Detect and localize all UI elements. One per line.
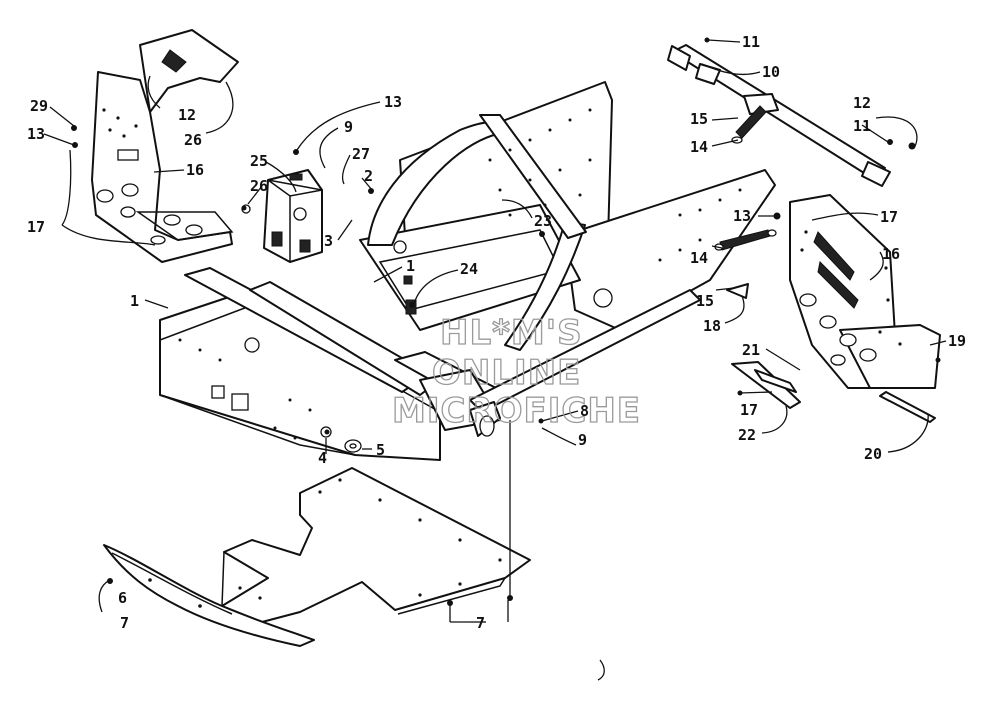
callout-5: 5 <box>376 441 385 459</box>
callout-7: 7 <box>120 614 129 632</box>
callout-17: 17 <box>27 218 45 236</box>
callout-8: 8 <box>580 402 589 420</box>
callout-1: 1 <box>130 292 139 310</box>
main-frame-tunnel <box>159 81 776 461</box>
watermark: HL*M'S ONLINE MICROFICHE <box>391 312 641 431</box>
right-suspension-plate <box>789 194 941 389</box>
fasteners <box>71 37 941 606</box>
callout-13: 13 <box>27 125 45 143</box>
callout-29: 29 <box>30 97 48 115</box>
bracket-18 <box>726 283 749 299</box>
callout-14: 14 <box>690 249 708 267</box>
callout-13: 13 <box>733 207 751 225</box>
callout-3: 3 <box>324 232 333 250</box>
callout-18: 18 <box>703 317 721 335</box>
rear-cross-shaft <box>667 44 891 187</box>
callout-11: 11 <box>853 117 871 135</box>
belly-pan <box>221 467 531 623</box>
footrest-bar <box>731 361 801 409</box>
callout-4: 4 <box>318 449 327 467</box>
callout-24: 24 <box>460 260 478 278</box>
callout-11: 11 <box>742 33 760 51</box>
callout-6: 6 <box>118 589 127 607</box>
callout-15: 15 <box>696 292 714 310</box>
callout-17: 17 <box>740 401 758 419</box>
callout-13: 13 <box>384 93 402 111</box>
watermark-line-3: MICROFICHE <box>392 391 641 431</box>
callout-26: 26 <box>250 177 268 195</box>
callout-1: 1 <box>406 257 415 275</box>
callout-9: 9 <box>344 118 353 136</box>
callout-22: 22 <box>738 426 756 444</box>
callout-12: 12 <box>178 106 196 124</box>
callout-25: 25 <box>250 152 268 170</box>
callout-16: 16 <box>882 245 900 263</box>
callout-9: 9 <box>578 431 587 449</box>
callout-16: 16 <box>186 161 204 179</box>
callout-23: 23 <box>534 212 552 230</box>
rod-20 <box>879 391 936 423</box>
callout-labels: 11 10 12 11 15 14 29 13 12 26 16 17 13 9… <box>27 33 966 632</box>
spring-lower <box>714 229 777 251</box>
callout-12: 12 <box>853 94 871 112</box>
callout-7: 7 <box>476 614 485 632</box>
washer-5 <box>344 439 362 453</box>
callout-19: 19 <box>948 332 966 350</box>
callout-2: 2 <box>364 167 373 185</box>
watermark-line-2: ONLINE <box>432 353 581 393</box>
callout-14: 14 <box>690 138 708 156</box>
front-skid-plate <box>103 544 315 647</box>
leader-lines <box>43 39 947 681</box>
callout-21: 21 <box>742 341 760 359</box>
callout-10: 10 <box>762 63 780 81</box>
callout-15: 15 <box>690 110 708 128</box>
callout-27: 27 <box>352 145 370 163</box>
callout-20: 20 <box>864 445 882 463</box>
watermark-line-1: HL*M'S <box>440 313 583 353</box>
callout-17: 17 <box>880 208 898 226</box>
callout-26: 26 <box>184 131 202 149</box>
left-suspension-plate <box>91 29 239 263</box>
